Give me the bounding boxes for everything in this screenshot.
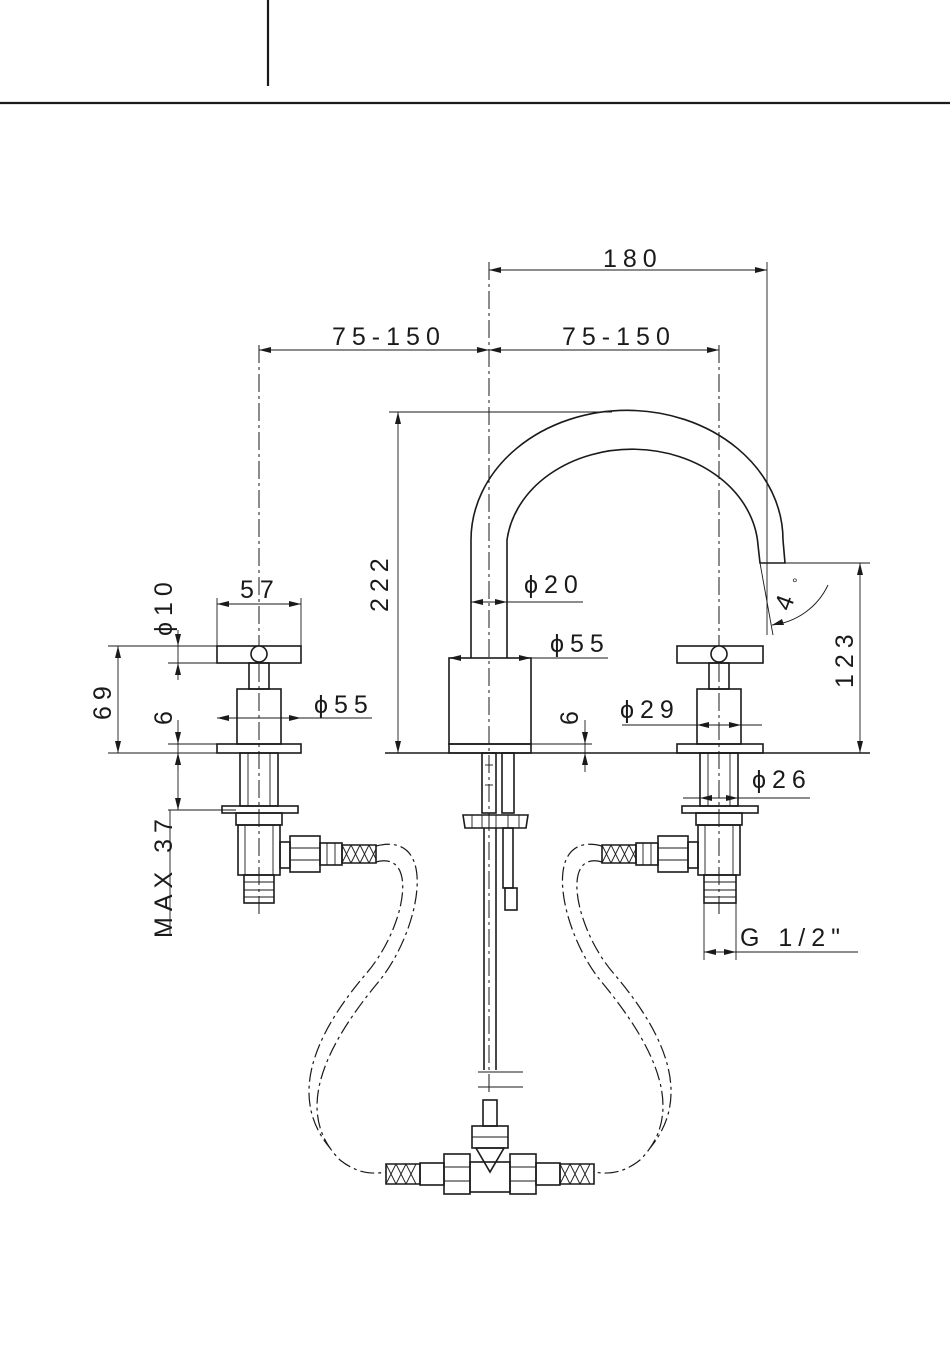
dim-handle-width: 57 xyxy=(240,576,280,604)
dim-left-plate-thick: 6 xyxy=(150,705,178,725)
dim-spout-height: 222 xyxy=(366,552,394,612)
dim-spout-angle-unit: ° xyxy=(792,575,798,591)
right-valve xyxy=(602,646,763,903)
dim-right-tail-dia: ϕ26 xyxy=(752,766,812,794)
dim-spout-outlet-height: 123 xyxy=(831,628,859,688)
dim-spout-plate-thick: 6 xyxy=(556,705,584,725)
tee-connector xyxy=(386,1100,594,1194)
dimension-labels: 180 75-150 75-150 222 123 4 ° 57 ϕ10 69 … xyxy=(89,245,859,952)
dim-left-base-dia: ϕ55 xyxy=(314,691,374,719)
dim-spout-tube-dia: ϕ20 xyxy=(524,571,584,599)
dim-spout-base-dia: ϕ55 xyxy=(550,630,610,658)
center-lines xyxy=(259,262,719,1095)
dim-handle-lever-dia: ϕ10 xyxy=(150,576,178,636)
spout-body xyxy=(449,410,785,1087)
dim-right-shank-dia: ϕ29 xyxy=(620,696,680,724)
dim-overall-width: 180 xyxy=(603,245,663,273)
dim-left-spacing: 75-150 xyxy=(332,323,446,351)
dim-left-below-deck: MAX 37 xyxy=(150,813,178,938)
dim-handle-height: 69 xyxy=(89,680,117,720)
dim-thread: G 1/2" xyxy=(740,924,846,952)
dim-right-spacing: 75-150 xyxy=(562,323,676,351)
left-valve xyxy=(217,646,376,903)
flexible-hoses xyxy=(309,844,671,1173)
header-frame xyxy=(0,0,950,103)
